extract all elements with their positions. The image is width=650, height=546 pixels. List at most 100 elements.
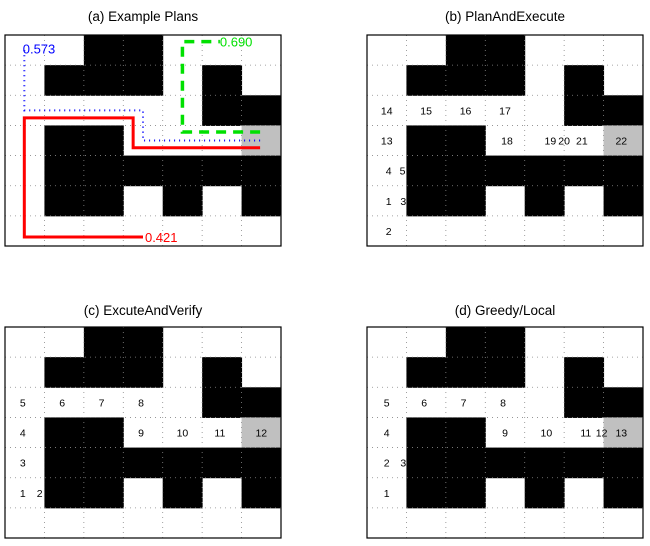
obstacle-cell	[445, 155, 486, 187]
panel-frame	[4, 34, 282, 247]
obstacle-cell	[564, 447, 605, 479]
obstacle-cell	[44, 417, 85, 449]
panel-frame	[4, 326, 282, 539]
obstacle-cell	[241, 95, 282, 126]
step-label: 3	[20, 458, 26, 470]
obstacle-cell	[123, 357, 164, 388]
step-label: 1	[384, 488, 390, 500]
obstacle-cell	[241, 185, 282, 217]
obstacle-cell	[445, 357, 486, 388]
obstacle-cell	[524, 185, 565, 217]
obstacle-cell	[445, 477, 486, 509]
obstacle-cell	[445, 185, 486, 217]
obstacle-cell	[485, 65, 526, 96]
obstacle-cell	[44, 357, 85, 388]
obstacle-cell	[406, 357, 447, 388]
step-label: 13	[615, 428, 627, 440]
obstacle-cell	[406, 477, 447, 509]
obstacle-cell	[83, 185, 124, 217]
step-label: 7	[99, 397, 105, 409]
step-label: 2	[384, 458, 390, 470]
plan-path	[22, 116, 261, 239]
obstacle-cell	[485, 35, 526, 66]
obstacle-cell	[83, 477, 124, 509]
step-label: 12	[255, 428, 267, 440]
obstacle-cell	[83, 35, 124, 66]
obstacle-cell	[485, 155, 526, 187]
goal-cell	[241, 125, 282, 157]
obstacle-cell	[564, 65, 605, 96]
step-label: 8	[138, 397, 144, 409]
obstacle-cell	[406, 65, 447, 96]
obstacle-cell	[524, 447, 565, 479]
obstacle-cell	[162, 155, 203, 187]
obstacle-cell	[406, 417, 447, 449]
obstacle-cell	[564, 95, 605, 126]
step-label: 4	[384, 428, 390, 440]
step-label: 9	[502, 428, 508, 440]
obstacle-cell	[241, 387, 282, 418]
obstacle-cell	[123, 35, 164, 66]
goal-cell	[603, 125, 644, 157]
step-label: 2	[37, 488, 43, 500]
obstacle-cell	[485, 447, 526, 479]
goal-cell	[603, 417, 644, 449]
obstacle-cell	[123, 65, 164, 96]
panel-c-title: (c) ExcuteAndVerify	[83, 303, 203, 318]
step-label: 7	[461, 397, 467, 409]
step-label: 10	[541, 428, 553, 440]
step-label: 20	[558, 136, 570, 148]
obstacle-cell	[603, 185, 644, 217]
obstacle-cell	[445, 327, 486, 358]
obstacle-cell	[603, 477, 644, 509]
obstacle-cell	[44, 155, 85, 187]
obstacle-cell	[44, 477, 85, 509]
obstacle-cell	[202, 65, 243, 96]
obstacle-cell	[524, 477, 565, 509]
step-label: 3	[400, 196, 406, 208]
step-label: 18	[501, 136, 513, 148]
obstacle-cell	[123, 327, 164, 358]
step-label: 11	[580, 428, 591, 440]
obstacle-cell	[202, 357, 243, 388]
step-label: 2	[386, 226, 392, 238]
obstacle-cell	[241, 477, 282, 509]
obstacle-cell	[44, 65, 85, 96]
obstacle-cell	[44, 125, 85, 157]
obstacle-cell	[202, 95, 243, 126]
step-label: 8	[500, 397, 506, 409]
panel-frame	[366, 326, 644, 539]
step-label: 14	[381, 105, 393, 117]
obstacle-cell	[123, 155, 164, 187]
step-label: 13	[381, 136, 393, 148]
obstacle-cell	[406, 447, 447, 479]
obstacle-cell	[83, 125, 124, 157]
step-label: 16	[460, 105, 472, 117]
obstacle-cell	[162, 185, 203, 217]
obstacle-cell	[162, 447, 203, 479]
obstacle-cell	[485, 327, 526, 358]
step-label: 3	[400, 458, 406, 470]
obstacle-cell	[445, 65, 486, 96]
obstacle-cell	[83, 155, 124, 187]
obstacle-cell	[83, 65, 124, 96]
plan-value-label: 0.573	[23, 42, 56, 57]
obstacle-cell	[202, 447, 243, 479]
step-label: 10	[177, 428, 189, 440]
obstacle-cell	[83, 327, 124, 358]
obstacle-cell	[564, 387, 605, 418]
goal-cell	[241, 417, 282, 449]
step-label: 5	[400, 166, 406, 178]
panel-a-title: (a) Example Plans	[87, 9, 199, 24]
step-label: 21	[576, 136, 588, 148]
step-label: 22	[615, 136, 627, 148]
step-label: 4	[20, 428, 26, 440]
plan-value-label: 0.421	[145, 230, 178, 245]
obstacle-cell	[241, 447, 282, 479]
obstacle-cell	[445, 35, 486, 66]
step-label: 15	[420, 105, 432, 117]
